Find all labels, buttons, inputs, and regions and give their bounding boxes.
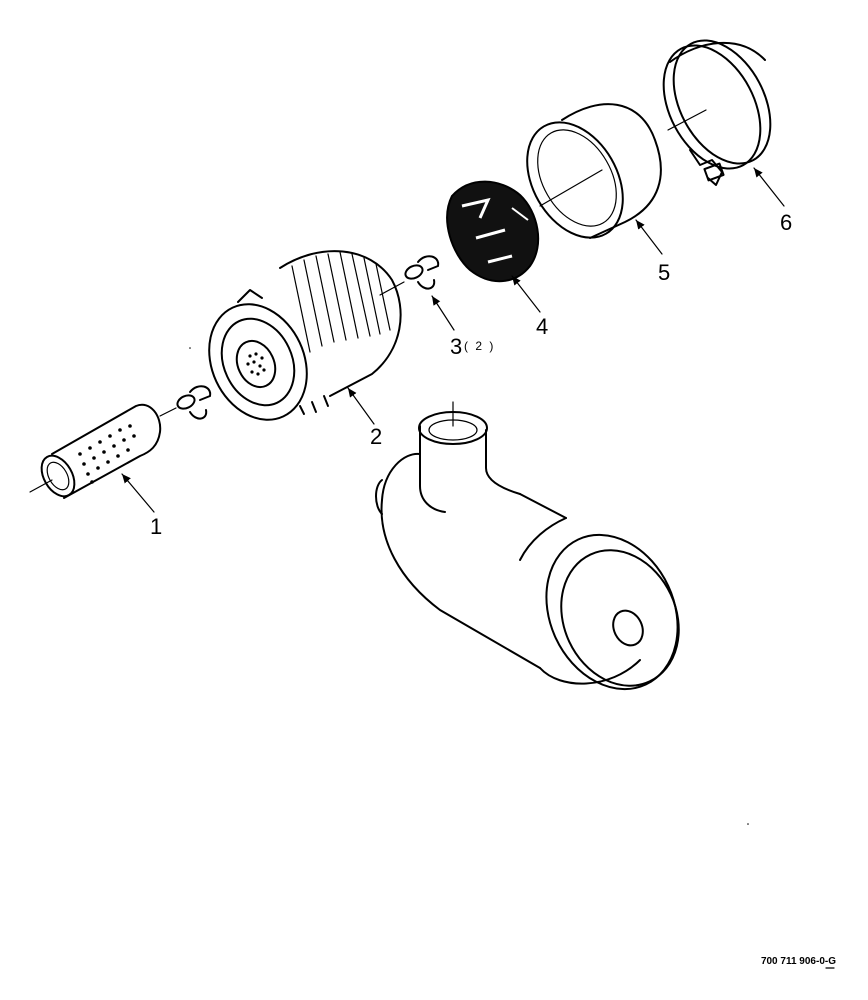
part-6-band-clamp xyxy=(662,39,772,186)
part-3-wing-nut-upper xyxy=(379,255,440,296)
callout-3: 3 xyxy=(450,334,462,359)
speck-dot xyxy=(189,347,191,349)
callout-6: 6 xyxy=(780,210,792,235)
callout-3-quantity: ( 2 ) xyxy=(464,339,495,353)
callout-5: 5 xyxy=(658,260,670,285)
part-5-outer-cup xyxy=(526,103,662,239)
part-1-safety-filter xyxy=(29,403,162,499)
leader-lines xyxy=(121,167,785,513)
callout-2: 2 xyxy=(370,424,382,449)
part-2-main-filter xyxy=(208,250,402,421)
callout-4: 4 xyxy=(536,314,548,339)
air-cleaner-housing xyxy=(375,401,680,691)
speck-dot xyxy=(747,823,749,825)
drawing-number: 700 711 906-0-G xyxy=(761,956,836,967)
part-4-inner-element xyxy=(446,180,540,283)
callout-1: 1 xyxy=(150,514,162,539)
part-3-wing-nut-lower xyxy=(159,385,212,420)
